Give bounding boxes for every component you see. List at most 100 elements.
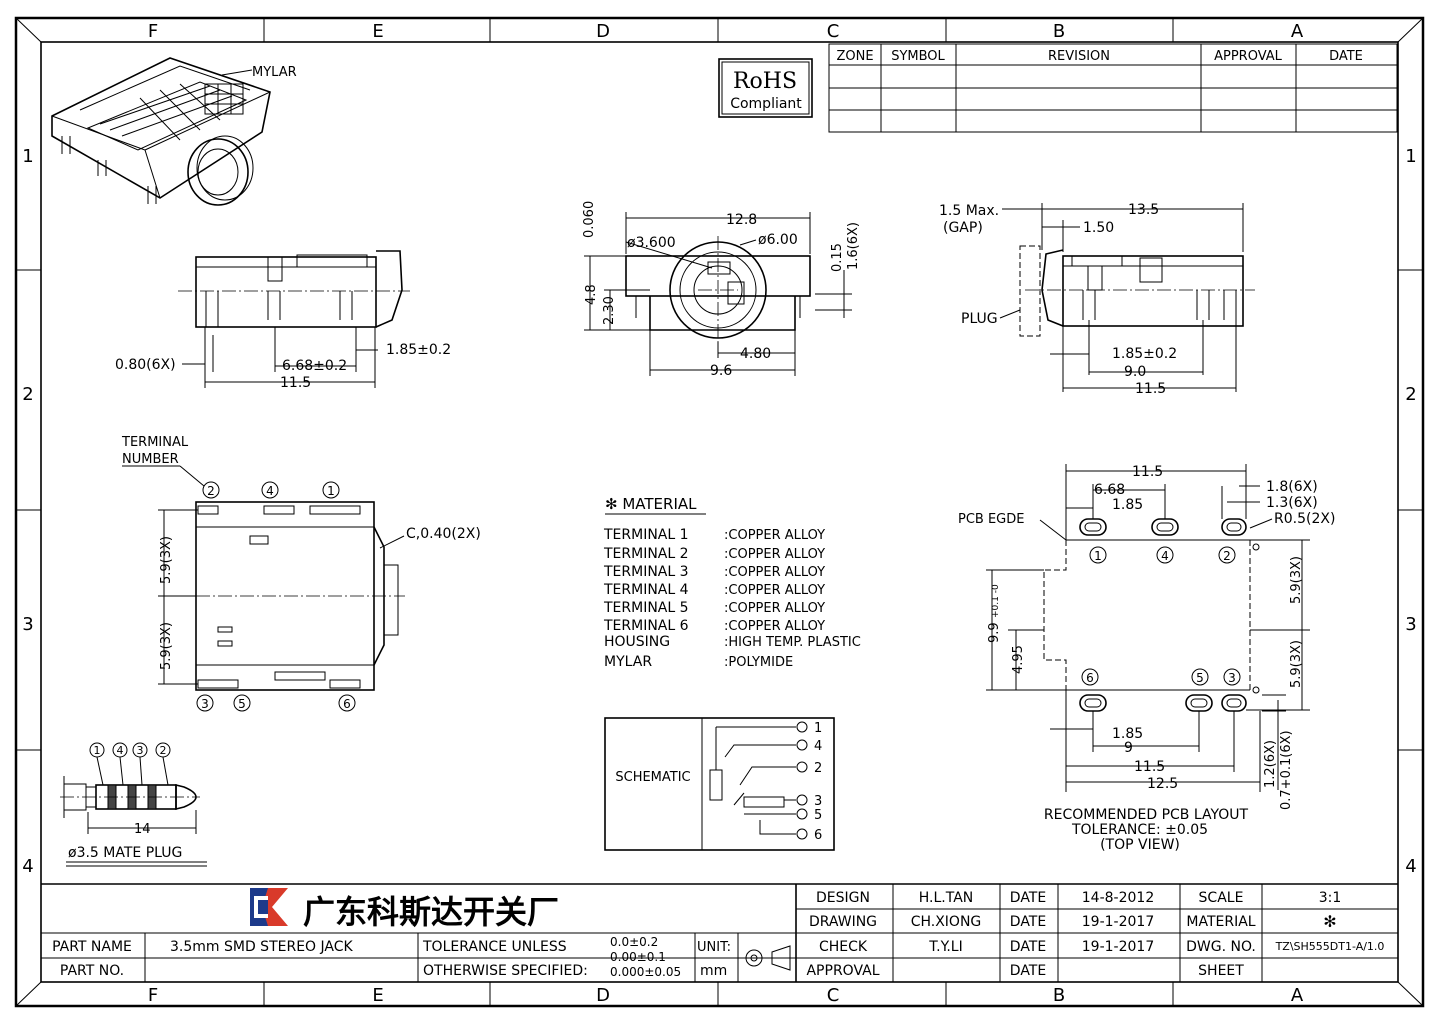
plug-caption: ø3.5 MATE PLUG xyxy=(68,845,182,861)
schematic-pin-3: 3 xyxy=(814,794,822,809)
row-label-right-1: 1 xyxy=(1405,146,1416,167)
side-view-right: 1.5 Max. (GAP) 13.5 1.50 PLUG 1.85±0.2 9… xyxy=(939,202,1255,397)
isometric-view: MYLAR xyxy=(51,57,297,206)
col-label-bottom-d: D xyxy=(596,985,610,1006)
material-row-5-name: TERMINAL 5 xyxy=(603,600,689,616)
col-label-top-d: D xyxy=(596,21,610,42)
dim-1-50: 1.50 xyxy=(1083,220,1114,236)
col-label-bottom-f: F xyxy=(148,985,158,1006)
check-date: 19-1-2017 xyxy=(1082,939,1154,955)
row-label-right-4: 4 xyxy=(1405,856,1416,877)
pcb-dim-9: 9 xyxy=(1124,740,1133,756)
material-row-8-value: :POLYMIDE xyxy=(724,655,793,670)
dim-chamfer: C,0.40(2X) xyxy=(406,526,481,542)
part-name-value: 3.5mm SMD STEREO JACK xyxy=(170,939,354,955)
pcb-dim-1-85-bottom: 1.85 xyxy=(1112,726,1143,742)
material-title: ✻ MATERIAL xyxy=(605,495,697,513)
dim-9-6: 9.6 xyxy=(710,363,732,379)
check-name: T.Y.LI xyxy=(928,939,962,955)
scale-label: SCALE xyxy=(1199,890,1244,906)
col-label-top-a: A xyxy=(1291,21,1304,42)
rev-header-date: DATE xyxy=(1329,49,1363,64)
pcb-caption-2: TOLERANCE: ±0.05 xyxy=(1071,822,1208,838)
pcb-dim-9-9: 9.9 xyxy=(987,622,1002,643)
material-row-4-value: :COPPER ALLOY xyxy=(724,583,825,598)
col-label-bottom-c: C xyxy=(827,985,840,1006)
design-label: DESIGN xyxy=(816,890,870,906)
schematic: SCHEMATIC 1 4 2 3 5 6 xyxy=(604,717,835,851)
material-label: MATERIAL xyxy=(1186,914,1255,930)
material-row-3-value: :COPPER ALLOY xyxy=(724,565,825,580)
material-row-8-name: MYLAR xyxy=(604,654,652,670)
pcb-dim-4-95: 4.95 xyxy=(1011,645,1026,674)
material-row-3-name: TERMINAL 3 xyxy=(603,564,689,580)
dim-5-9-upper: 5.9(3X) xyxy=(159,536,174,584)
col-label-bottom-a: A xyxy=(1291,985,1304,1006)
terminal-number-line1: TERMINAL xyxy=(121,435,189,450)
top-view: TERMINAL NUMBER 2 4 1 3 5 6 C,0.40(2X) 5… xyxy=(121,435,481,712)
drawing-label: DRAWING xyxy=(809,914,877,930)
dwg-no-value: TZ\SH555DT1-A/1.0 xyxy=(1275,940,1385,953)
pcb-dim-11-5-bottom: 11.5 xyxy=(1134,759,1165,775)
pcb-dim-1-2: 1.2(6X) xyxy=(1263,740,1278,788)
frame: F E D C B A F E D C B A 1 2 3 4 1 2 3 4 xyxy=(14,16,1425,1008)
row-label-left-2: 2 xyxy=(22,384,33,405)
bottom-terminal-3: 3 xyxy=(201,697,209,711)
pcb-layout: 1 4 2 6 5 3 11.5 6.68 1.85 1.8(6X) 1.3(6… xyxy=(958,464,1335,853)
gap-line1: 1.5 Max. xyxy=(939,203,999,219)
pcb-top-number-1: 1 xyxy=(1094,549,1102,563)
part-name-label: PART NAME xyxy=(52,939,132,955)
dim-dia-3-6: ø3.600 xyxy=(627,235,676,251)
material-row-2-value: :COPPER ALLOY xyxy=(724,547,825,562)
dim-4-80: 4.80 xyxy=(740,346,771,362)
unit-value: mm xyxy=(700,963,727,979)
pcb-bottom-number-5: 5 xyxy=(1196,671,1204,685)
projection-symbol-icon xyxy=(742,945,791,971)
dim-1-85-right: 1.85±0.2 xyxy=(1112,346,1177,362)
pcb-dim-1-85-top: 1.85 xyxy=(1112,497,1143,513)
dim-0-060: 0.060 xyxy=(582,201,597,238)
mylar-callout: MYLAR xyxy=(252,65,297,80)
gap-line2: (GAP) xyxy=(943,220,983,236)
tolerance-line2: OTHERWISE SPECIFIED: xyxy=(423,963,588,979)
schematic-pin-4: 4 xyxy=(814,739,822,754)
drawing-date-label: DATE xyxy=(1010,914,1046,930)
dim-1-6: 1.6(6X) xyxy=(846,222,861,270)
bottom-terminal-6: 6 xyxy=(343,697,351,711)
dim-0-15: 0.15 xyxy=(830,243,845,272)
material-row-4-name: TERMINAL 4 xyxy=(603,582,689,598)
dim-5-9-lower: 5.9(3X) xyxy=(159,622,174,670)
plug-dim-14: 14 xyxy=(134,822,151,837)
row-label-left-1: 1 xyxy=(22,146,33,167)
rev-header-revision: REVISION xyxy=(1048,49,1110,64)
dim-9-0: 9.0 xyxy=(1124,364,1146,380)
dim-dia-6: ø6.00 xyxy=(758,232,798,248)
pcb-caption-3: (TOP VIEW) xyxy=(1100,837,1180,853)
schematic-pin-5: 5 xyxy=(814,808,822,823)
title-block: 广东科斯达开关厂 PART NAME 3.5mm SMD STEREO JACK… xyxy=(41,883,1398,982)
col-label-bottom-e: E xyxy=(372,985,383,1006)
dim-1-85: 1.85±0.2 xyxy=(386,342,451,358)
schematic-pin-1: 1 xyxy=(814,721,822,736)
design-date-label: DATE xyxy=(1010,890,1046,906)
sheet-label: SHEET xyxy=(1198,963,1244,979)
col-label-top-b: B xyxy=(1053,21,1065,42)
pcb-dim-r0-5: R0.5(2X) xyxy=(1274,511,1335,527)
approval-label: APPROVAL xyxy=(806,963,879,979)
col-label-top-e: E xyxy=(372,21,383,42)
pcb-bottom-number-6: 6 xyxy=(1086,671,1094,685)
plug-number-4: 4 xyxy=(117,744,124,757)
plug-label: PLUG xyxy=(961,311,998,327)
dim-2-30: 2.30 xyxy=(602,296,617,325)
drawing-date: 19-1-2017 xyxy=(1082,914,1154,930)
row-label-left-3: 3 xyxy=(22,614,33,635)
rev-header-zone: ZONE xyxy=(836,49,873,64)
check-date-label: DATE xyxy=(1010,939,1046,955)
row-label-right-3: 3 xyxy=(1405,614,1416,635)
material-row-6-value: :COPPER ALLOY xyxy=(724,619,825,634)
dim-4-8: 4.8 xyxy=(584,284,599,305)
dim-11-5: 11.5 xyxy=(280,375,311,391)
tolerance-value-3: 0.000±0.05 xyxy=(610,965,681,979)
